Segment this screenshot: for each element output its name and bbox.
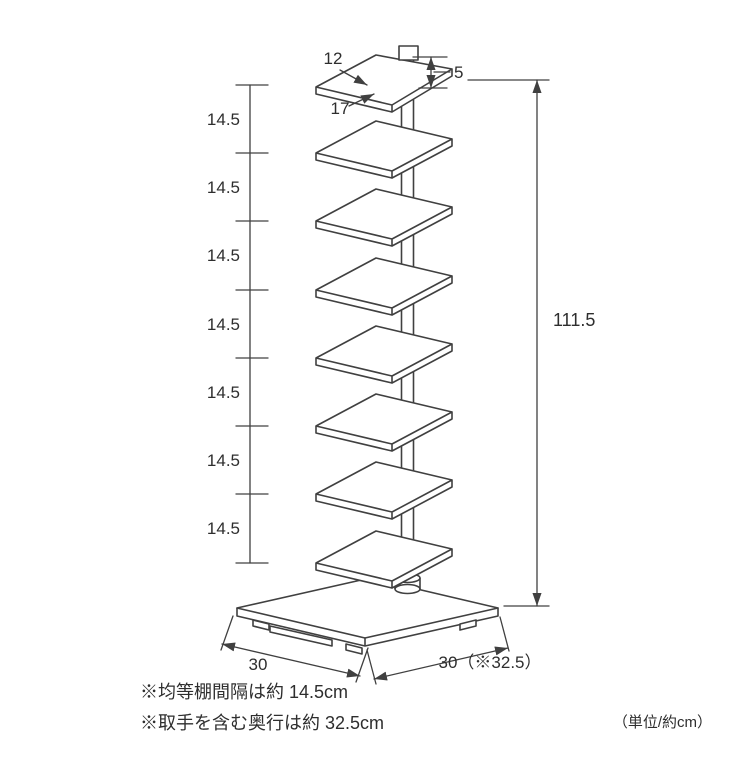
shelf-board-4 [315, 325, 453, 384]
unit-note: （単位/約cm） [613, 714, 712, 731]
base-width-label: 30 [249, 655, 268, 674]
gap-label-3: 14.5 [207, 246, 240, 265]
base-width-dimension-line [221, 642, 361, 678]
gap-label-5: 14.5 [207, 383, 240, 402]
base-depth-dimension-line [373, 646, 509, 681]
base-width-dimension: 30 [220, 615, 369, 683]
shelf-gap-dimension-ladder: 14.5 14.5 14.5 14.5 14.5 14.5 14.5 [207, 84, 269, 564]
base-foot-left [252, 619, 270, 631]
base-thickness-edges [236, 607, 499, 647]
top-knob [398, 45, 419, 61]
shelf-board-6 [315, 461, 453, 520]
gap-label-1: 14.5 [207, 110, 240, 129]
gap-tick-marks [235, 84, 269, 564]
total-height-dimension: 111.5 [467, 79, 595, 607]
base-depth-extension-right [499, 616, 510, 652]
top-height-dimension: 5 [412, 56, 463, 89]
gap-label-2: 14.5 [207, 178, 240, 197]
base-depth-dimension: 30（※32.5） [366, 616, 542, 685]
top-dimensions: 12 17 5 [324, 49, 464, 118]
top-width-leader-arrow [348, 93, 375, 107]
gap-label-4: 14.5 [207, 315, 240, 334]
gap-label-7: 14.5 [207, 519, 240, 538]
top-width-label: 17 [331, 99, 350, 118]
top-height-label: 5 [454, 63, 463, 82]
note-shelf-spacing: ※均等棚間隔は約 14.5cm [140, 682, 348, 702]
note-depth-with-handle: ※取手を含む奥行は約 32.5cm [140, 713, 384, 733]
top-depth-leader-arrow [339, 69, 368, 86]
base-foot-right [459, 619, 477, 631]
base-depth-label: 30（※32.5） [439, 653, 542, 672]
shelf-board-3 [315, 257, 453, 316]
shelf-board-5 [315, 393, 453, 452]
shelf-board-1 [315, 120, 453, 179]
footnotes: ※均等棚間隔は約 14.5cm ※取手を含む奥行は約 32.5cm （単位/約c… [140, 682, 712, 733]
gap-label-6: 14.5 [207, 451, 240, 470]
collar-bottom [394, 583, 421, 595]
top-depth-label: 12 [324, 49, 343, 68]
total-height-label: 111.5 [553, 310, 595, 330]
shelf-board-2 [315, 188, 453, 247]
shelf-board-7 [315, 530, 453, 589]
shelf-boards [315, 120, 453, 589]
base-plate [236, 577, 499, 655]
